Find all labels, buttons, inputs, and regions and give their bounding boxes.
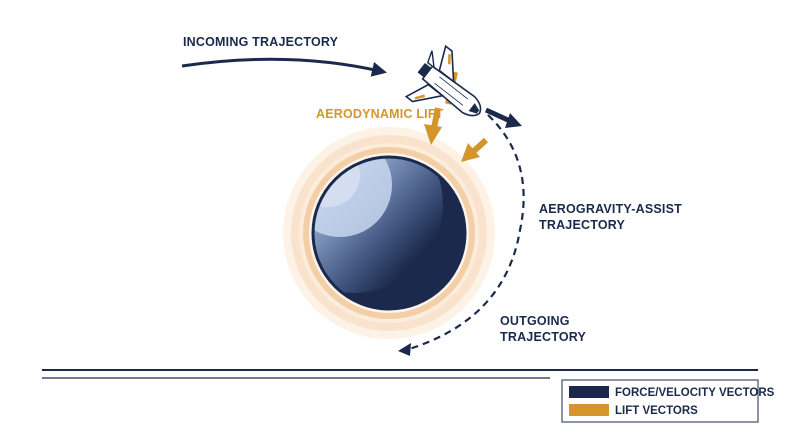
legend-label-force-velocity: FORCE/VELOCITY VECTORS <box>615 387 775 399</box>
space-shuttle-icon <box>404 44 482 117</box>
assist-trajectory-label-line2: TRAJECTORY <box>539 218 626 232</box>
legend-swatch-navy <box>569 386 609 398</box>
outgoing-trajectory-label-line2: TRAJECTORY <box>500 330 587 344</box>
lift-vector-arrow-2 <box>461 137 489 162</box>
legend: FORCE/VELOCITY VECTORS LIFT VECTORS <box>561 379 775 423</box>
incoming-trajectory-arrow <box>181 57 387 77</box>
legend-item-lift: LIFT VECTORS <box>569 404 698 417</box>
incoming-trajectory-label: INCOMING TRAJECTORY <box>183 35 339 49</box>
outgoing-trajectory-label-line1: OUTGOING <box>500 314 570 328</box>
legend-item-force-velocity: FORCE/VELOCITY VECTORS <box>569 386 775 399</box>
aerodynamic-lift-label: AERODYNAMIC LIFT <box>316 107 444 121</box>
assist-trajectory-path <box>405 114 525 352</box>
legend-label-lift: LIFT VECTORS <box>615 405 698 417</box>
velocity-vector-arrow <box>484 107 522 128</box>
divider <box>42 369 758 379</box>
lift-vector-arrow-1 <box>424 107 442 145</box>
assist-trajectory-label-line1: AEROGRAVITY-ASSIST <box>539 202 682 216</box>
legend-swatch-gold <box>569 404 609 416</box>
outgoing-arrowhead <box>398 343 411 356</box>
